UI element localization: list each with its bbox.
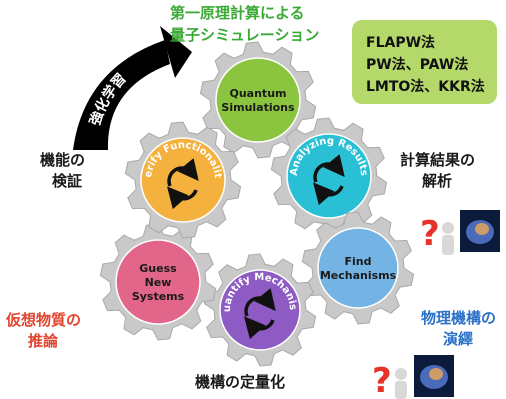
method-item: LMTO法、KKR法 bbox=[366, 79, 485, 95]
label-hypothetical-line2: 推論 bbox=[28, 332, 59, 350]
label-verify-line1: 機能の bbox=[40, 151, 86, 169]
gear-face bbox=[115, 239, 201, 325]
gear-face bbox=[317, 227, 399, 309]
header-line2: 量子シミュレーション bbox=[170, 26, 320, 44]
brain-image-icon bbox=[414, 355, 454, 397]
svg-text:?: ? bbox=[372, 361, 392, 399]
gear-label-line: Systems bbox=[132, 290, 185, 303]
cycle-icon bbox=[313, 182, 344, 206]
gear-label-line: Find bbox=[345, 255, 372, 268]
label-physics: 物理機構の 演繹 bbox=[421, 308, 496, 350]
gear-label-line: Quantum bbox=[230, 87, 287, 100]
method-item: PW法、PAW法 bbox=[366, 57, 469, 73]
label-verify-line2: 検証 bbox=[52, 172, 83, 190]
label-analysis-line1: 計算結果の bbox=[400, 151, 476, 169]
label-analysis-line2: 解析 bbox=[422, 172, 453, 190]
label-verify: 機能の 検証 bbox=[40, 150, 85, 192]
gear-label-line: New bbox=[145, 276, 172, 289]
brain-image-icon bbox=[460, 210, 500, 252]
gear-label-line: Mechanisms bbox=[320, 269, 397, 282]
reinforcement-arrow-head bbox=[160, 26, 192, 78]
cycle-icon bbox=[313, 154, 345, 183]
label-physics-line2: 演繹 bbox=[443, 330, 474, 348]
header-title: 第一原理計算による 量子シミュレーション bbox=[170, 4, 319, 45]
gear-label-line: Guess bbox=[139, 262, 177, 275]
cycle-icon bbox=[167, 158, 199, 187]
label-hypothetical: 仮想物質の 推論 bbox=[6, 310, 81, 352]
method-item: FLAPW法 bbox=[366, 35, 436, 51]
question-person-icon: ? bbox=[372, 361, 407, 399]
cycle-icon bbox=[167, 186, 198, 210]
methods-box: FLAPW法 PW法、PAW法 LMTO法、KKR法 bbox=[352, 20, 497, 104]
gear-label-line: Simulations bbox=[221, 101, 295, 114]
reinforcement-arrow-body bbox=[73, 40, 170, 150]
gear-analyzing: Analyzing Results bbox=[270, 117, 388, 235]
label-physics-line1: 物理機構の bbox=[421, 309, 497, 327]
label-analysis: 計算結果の 解析 bbox=[400, 150, 475, 192]
label-quantify: 機構の定量化 bbox=[195, 373, 286, 391]
cycle-icon bbox=[244, 316, 275, 340]
cycle-icon bbox=[244, 288, 276, 317]
label-hypothetical-line1: 仮想物質の bbox=[6, 311, 82, 329]
svg-text:?: ? bbox=[420, 214, 440, 254]
gear-face bbox=[215, 57, 301, 143]
question-person-icon: ? bbox=[420, 214, 454, 255]
header-line1: 第一原理計算による bbox=[170, 4, 305, 22]
